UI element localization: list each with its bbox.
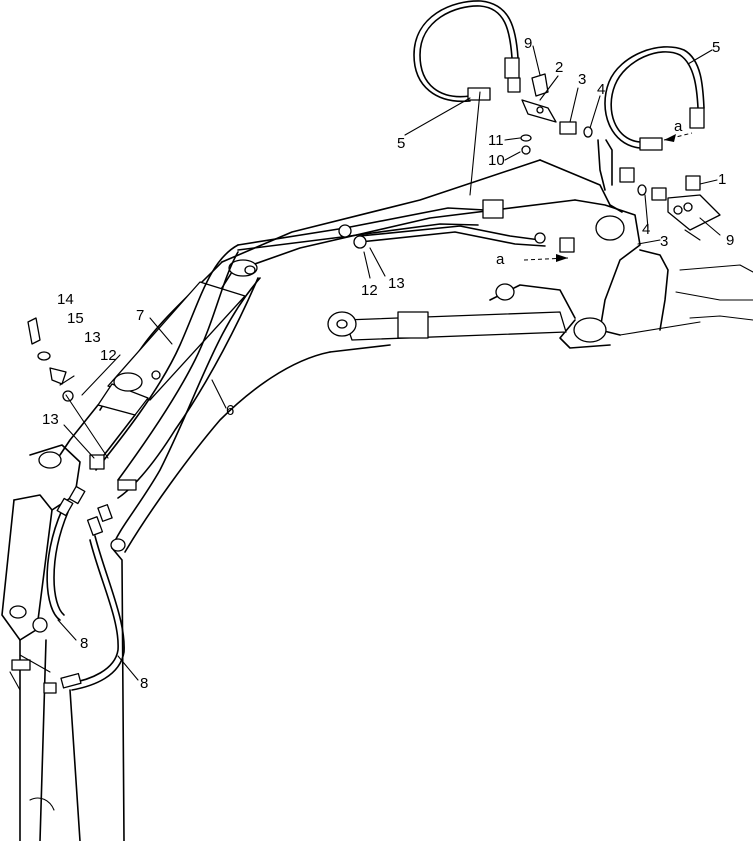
callout-12: 12 xyxy=(100,347,117,364)
callout-13: 13 xyxy=(42,411,59,428)
top-hoses xyxy=(413,0,705,151)
callout-10: 10 xyxy=(488,152,505,169)
boom xyxy=(99,159,641,841)
callout-11: 11 xyxy=(488,132,504,149)
callout-14: 14 xyxy=(57,291,74,308)
callout-4: 4 xyxy=(642,221,650,238)
arm xyxy=(1,444,81,841)
callout-a: a xyxy=(674,118,683,135)
callout-9: 9 xyxy=(726,232,734,249)
callout-1: 1 xyxy=(718,171,726,188)
callout-5: 5 xyxy=(712,39,720,56)
front-hoses xyxy=(46,454,137,691)
boom-cylinder xyxy=(327,283,576,341)
callout-13: 13 xyxy=(388,275,405,292)
callout-8: 8 xyxy=(140,675,148,692)
callout-3: 3 xyxy=(578,71,586,88)
callout-5: 5 xyxy=(397,135,405,152)
reference-arrows xyxy=(523,132,693,262)
callout-3: 3 xyxy=(660,233,668,250)
callout-2: 2 xyxy=(555,59,563,76)
upper-frame xyxy=(597,139,753,336)
callout-15: 15 xyxy=(67,310,84,327)
leader-lines xyxy=(57,45,721,681)
callout-13: 13 xyxy=(84,329,101,346)
fittings xyxy=(27,73,701,402)
callout-9: 9 xyxy=(524,35,532,52)
callout-a: a xyxy=(496,251,505,268)
callout-4: 4 xyxy=(597,81,605,98)
callout-6: 6 xyxy=(226,402,234,419)
hose-fitting xyxy=(56,454,137,689)
callout-7: 7 xyxy=(136,307,144,324)
callout-12: 12 xyxy=(361,282,378,299)
arm-cylinder xyxy=(59,281,246,461)
pipes xyxy=(95,199,575,499)
callout-labels: 5 9 2 3 4 5 a 11 10 1 9 4 3 a 12 13 14 1… xyxy=(42,35,734,692)
callout-8: 8 xyxy=(80,635,88,652)
